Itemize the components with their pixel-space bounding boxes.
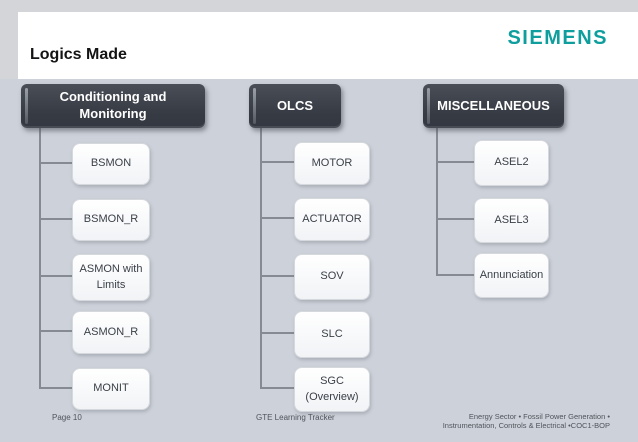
connector-stub bbox=[260, 387, 294, 389]
connector-stub bbox=[436, 161, 474, 163]
node-asmon-with-limits: ASMON with Limits bbox=[72, 254, 150, 301]
connector-trunk bbox=[260, 128, 262, 389]
connector-stub bbox=[260, 275, 294, 277]
connector-stub bbox=[39, 162, 72, 164]
tree-header-olcs: OLCS bbox=[249, 84, 341, 128]
connector-stub bbox=[39, 275, 72, 277]
footer-right-block: Energy Sector • Fossil Power Generation … bbox=[443, 412, 610, 430]
connector-stub bbox=[260, 217, 294, 219]
page-title: Logics Made bbox=[30, 46, 127, 63]
node-monit: MONIT bbox=[72, 368, 150, 410]
connector-stub bbox=[436, 218, 474, 220]
connector-stub bbox=[39, 330, 72, 332]
footer-right-line2: Instrumentation, Controls & Electrical •… bbox=[442, 421, 610, 430]
footer-right-line1: Energy Sector • Fossil Power Generation … bbox=[468, 412, 610, 421]
node-annunciation: Annunciation bbox=[474, 253, 549, 298]
tree-header-miscellaneous: MISCELLANEOUS bbox=[423, 84, 564, 128]
connector-trunk bbox=[39, 128, 41, 388]
tree-header-conditioning-and-monitoring: Conditioning and Monitoring bbox=[21, 84, 205, 128]
node-sgc-overview: SGC (Overview) bbox=[294, 367, 370, 412]
connector-trunk bbox=[436, 128, 438, 276]
node-slc: SLC bbox=[294, 311, 370, 358]
node-asel2: ASEL2 bbox=[474, 140, 549, 186]
connector-stub bbox=[260, 161, 294, 163]
node-asel3: ASEL3 bbox=[474, 198, 549, 243]
connector-stub bbox=[39, 387, 72, 389]
connector-stub bbox=[39, 218, 72, 220]
footer-page-number: Page 10 bbox=[52, 413, 82, 422]
node-bsmon: BSMON bbox=[72, 143, 150, 185]
node-motor: MOTOR bbox=[294, 142, 370, 185]
connector-stub bbox=[260, 332, 294, 334]
node-bsmon-r: BSMON_R bbox=[72, 199, 150, 241]
node-sov: SOV bbox=[294, 254, 370, 300]
siemens-logo: SIEMENS bbox=[507, 27, 608, 49]
node-asmon-r: ASMON_R bbox=[72, 311, 150, 354]
connector-stub bbox=[436, 274, 474, 276]
node-actuator: ACTUATOR bbox=[294, 198, 370, 241]
footer-center-label: GTE Learning Tracker bbox=[256, 413, 335, 422]
header-band: SIEMENS Logics Made bbox=[18, 12, 638, 79]
